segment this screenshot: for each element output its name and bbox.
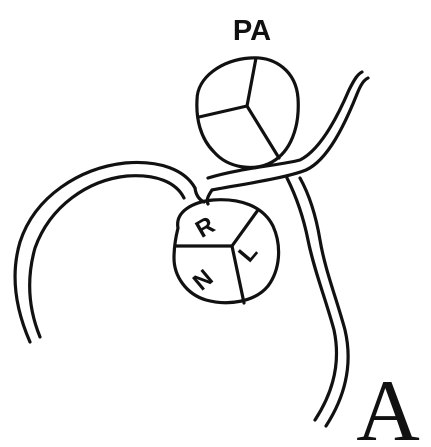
panel-letter: A [356,363,420,447]
pulmonary-artery-label: PA [233,15,271,47]
right-ostium-connector [195,188,204,202]
right-coronary-inner-wall [30,176,184,337]
right-coronary-outer-wall [15,162,195,342]
descending-branch-left-wall [287,178,337,420]
aortic-valve-outline [174,200,279,303]
